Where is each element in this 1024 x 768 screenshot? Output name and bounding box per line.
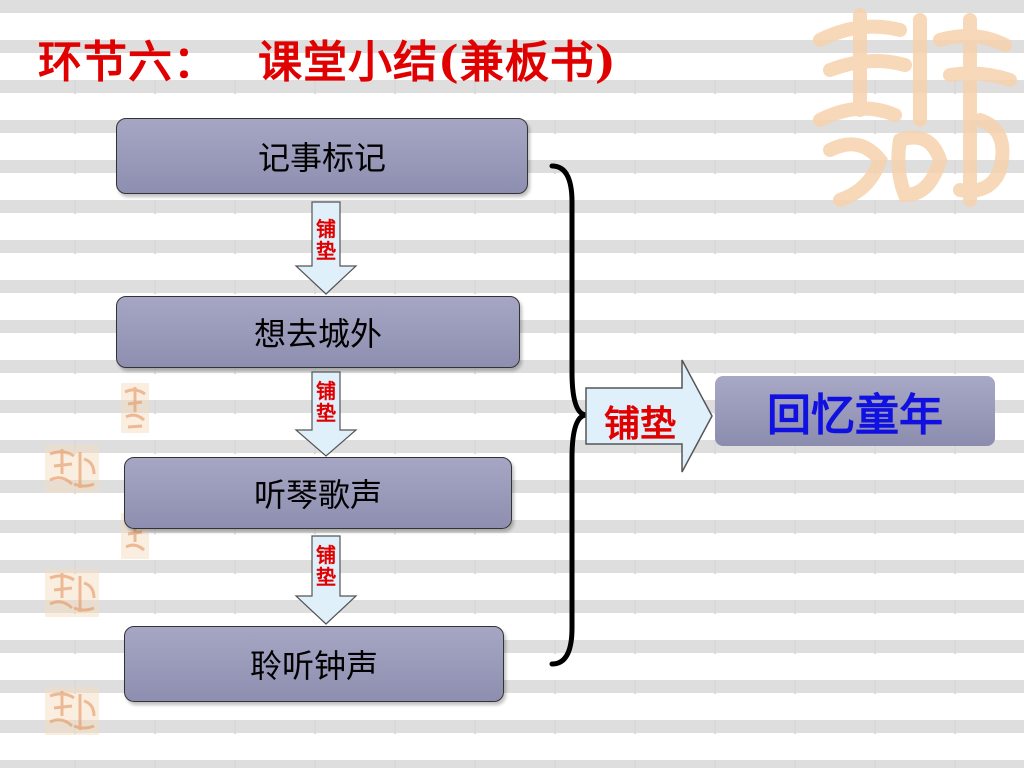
summary-arrow-label: 铺垫 bbox=[603, 403, 676, 445]
step-label: 听琴歌声 bbox=[253, 476, 382, 514]
decorative-seal-logo bbox=[813, 8, 1017, 207]
down-arrow-connector: 铺垫 bbox=[294, 534, 358, 626]
right-brace-icon bbox=[549, 163, 587, 667]
connector-label: 铺垫 bbox=[316, 379, 336, 425]
step-label: 想去城外 bbox=[253, 315, 382, 353]
decorative-seal-icon bbox=[45, 445, 99, 493]
down-arrow-icon bbox=[294, 201, 358, 295]
page-title: 环节六： 课堂小结(兼板书) bbox=[38, 26, 617, 90]
decorative-seal-icon bbox=[45, 687, 99, 735]
decorative-seal-icon bbox=[45, 569, 99, 617]
step-box-2: 想去城外 bbox=[116, 296, 520, 368]
down-arrow-connector: 铺垫 bbox=[294, 370, 358, 458]
step-label: 聆听钟声 bbox=[249, 647, 378, 685]
down-arrow-connector: 铺垫 bbox=[294, 200, 358, 296]
step-box-3: 听琴歌声 bbox=[124, 457, 512, 529]
step-label: 记事标记 bbox=[257, 139, 386, 177]
title-section-label: 环节六： bbox=[38, 37, 218, 88]
connector-label: 铺垫 bbox=[316, 543, 336, 589]
step-box-4: 聆听钟声 bbox=[124, 626, 504, 702]
title-topic: 课堂小结(兼板书) bbox=[258, 37, 617, 88]
down-arrow-icon bbox=[294, 535, 358, 625]
connector-label: 铺垫 bbox=[316, 217, 336, 263]
down-arrow-icon bbox=[294, 371, 358, 457]
right-arrow-icon bbox=[585, 359, 713, 473]
step-box-1: 记事标记 bbox=[116, 118, 528, 194]
result-label: 回忆童年 bbox=[767, 390, 943, 441]
result-box: 回忆童年 bbox=[715, 376, 995, 446]
decorative-seal-icon bbox=[121, 383, 149, 433]
